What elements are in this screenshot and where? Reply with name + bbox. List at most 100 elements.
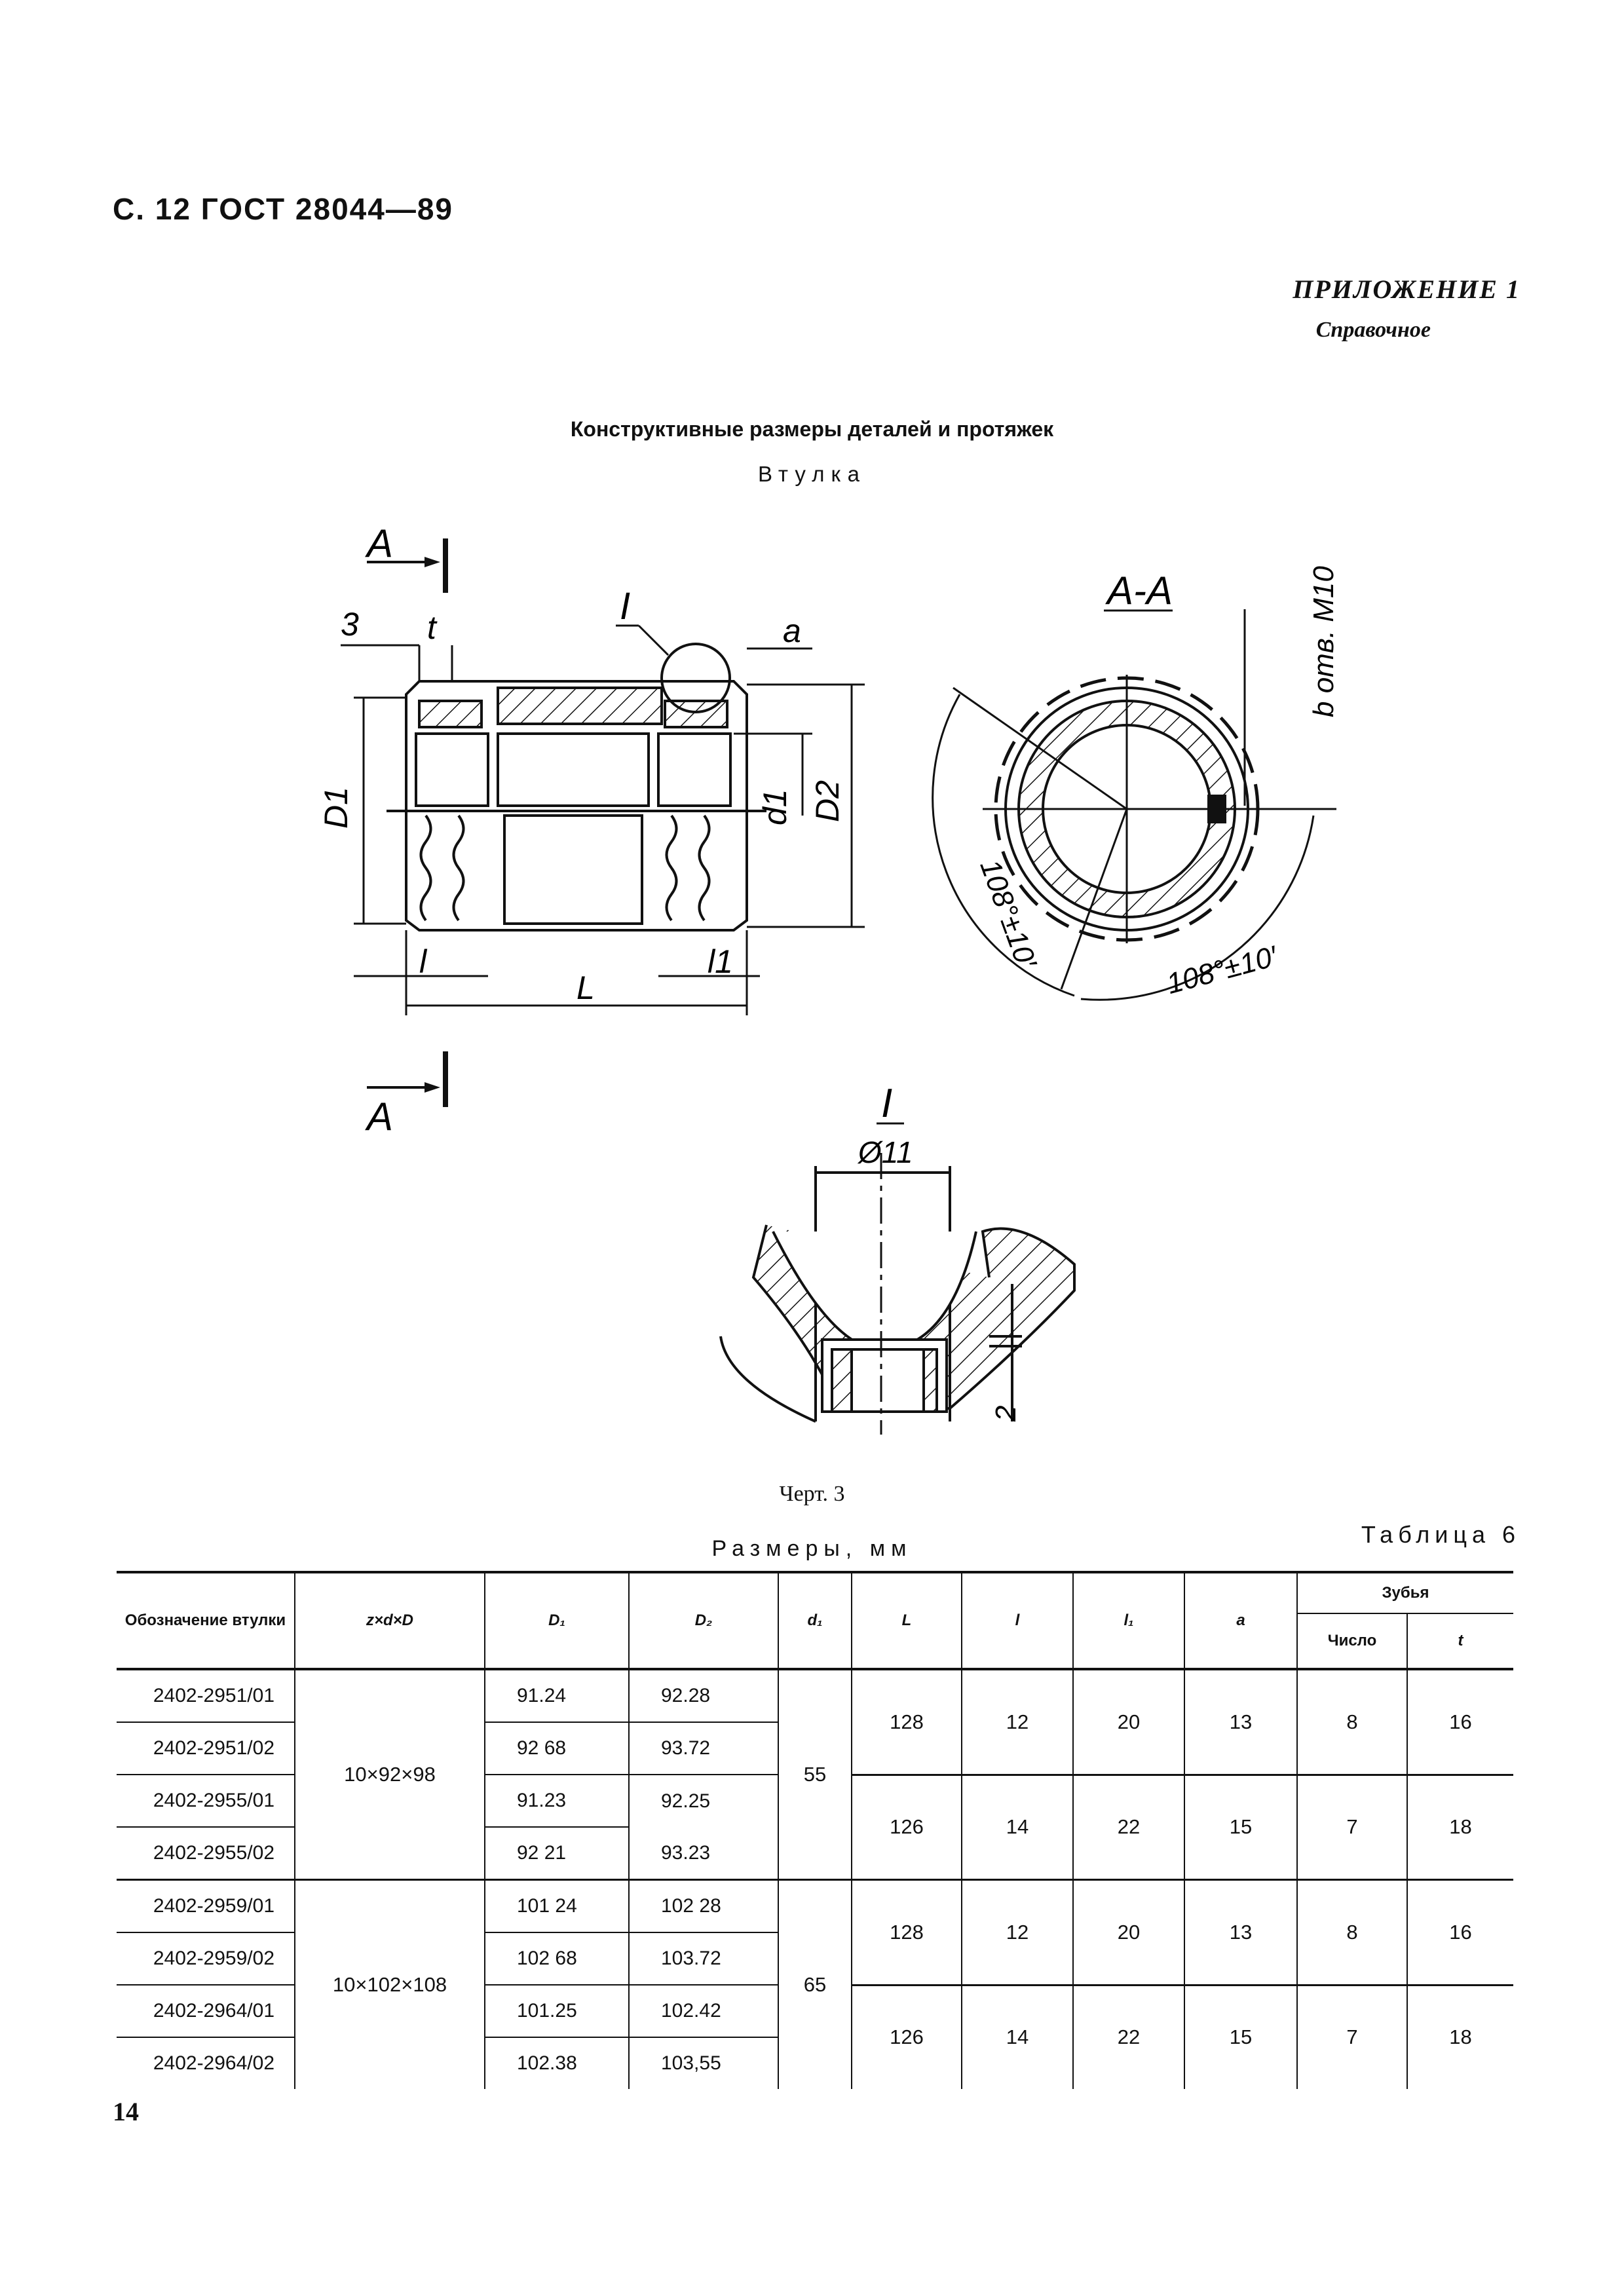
pair-a: 15 (1184, 1984, 1297, 2089)
dim-diam11: Ø11 (857, 1135, 913, 1169)
pair-l: 12 (961, 1879, 1073, 1985)
col-teeth: Зубья (1296, 1571, 1513, 1614)
pair-l1: 20 (1072, 1669, 1184, 1775)
table-row: 2402-2951/01 10×92×98 91.24 92.28 55 128… (117, 1669, 1513, 1880)
section-mark-bottom: А (365, 1051, 448, 1139)
row-D2: 102 28 (628, 1879, 778, 1933)
page-number: 14 (113, 2097, 139, 2126)
section-letter-bottom: А (365, 1095, 393, 1139)
section-view-label: А-А (1105, 569, 1173, 612)
pair-l: 14 (961, 1773, 1073, 1880)
dim-L: L (576, 969, 595, 1006)
detail-mark: I (881, 1081, 892, 1126)
table-row: 2402-2959/02 102 68 103.72 (117, 1932, 1513, 1985)
detail-view (719, 1153, 1076, 1435)
sizes-table: Обозначение втулки z×d×D D₁ D₂ d₁ L l l₁… (117, 1571, 1513, 2089)
row-D2: 103,55 (628, 2037, 778, 2089)
col-designation: Обозначение втулки (117, 1571, 295, 1670)
row-code: 2402-2955/02 (153, 1842, 274, 1864)
drawing-title: Конструктивные размеры деталей и протяже… (570, 417, 1054, 441)
col-D1: D₁ (484, 1571, 629, 1670)
pair-l: 12 (961, 1669, 1073, 1775)
row-D2: 92.28 (628, 1669, 778, 1723)
pair-t: 16 (1407, 1669, 1513, 1775)
table-caption: Размеры, мм (711, 1536, 913, 1561)
section-mark-top: А (365, 521, 448, 593)
dim-a: a (783, 612, 801, 649)
col-l1: l₁ (1072, 1571, 1184, 1670)
row-D1: 91.24 (484, 1669, 629, 1723)
table-row: 2402-2964/01 101.25 102.42 126 14 22 15 … (117, 1984, 1513, 2089)
row-D2: 102.42 (628, 1985, 778, 2038)
figure-caption: Черт. 3 (779, 1482, 845, 1506)
pair-L: 126 (851, 1773, 962, 1880)
d1-group: 55 (778, 1669, 852, 1880)
table-row: 2402-2951/02 92 68 93.72 (117, 1722, 1513, 1775)
page-header: С. 12 ГОСТ 28044—89 (113, 192, 454, 226)
section-letter-top: А (365, 521, 393, 565)
row-D2: 92.25 (628, 1775, 778, 1827)
pair-L: 126 (851, 1984, 962, 2089)
col-count: Число (1296, 1613, 1407, 1670)
row-D1: 91.23 (484, 1775, 629, 1828)
pair-count: 7 (1296, 1773, 1407, 1880)
pair-count: 8 (1296, 1669, 1407, 1775)
hole-note: b отв. М10 (1308, 566, 1340, 717)
row-D1: 102.38 (484, 2037, 629, 2089)
table-row: 2402-2959/01 10×102×108 101 24 102 28 65… (117, 1879, 1513, 2089)
technical-drawing: А А I (318, 521, 1340, 1435)
row-code: 2402-2955/01 (117, 1775, 295, 1828)
pair-a: 15 (1184, 1773, 1297, 1880)
dim-t: t (427, 609, 438, 646)
dim-3: 3 (341, 606, 359, 643)
dim-D2: D2 (809, 780, 846, 822)
angle-label-1: 108°±10′ (973, 856, 1043, 973)
pair-l1: 22 (1072, 1773, 1184, 1880)
row-code: 2402-2964/02 (153, 2052, 274, 2074)
table-row: 2402-2955/01 91.23 92.25 126 14 22 15 7 … (117, 1773, 1513, 1880)
appendix-sublabel: Справочное (1315, 318, 1431, 342)
zdD-group: 10×92×98 (294, 1669, 485, 1880)
side-view-dimensions (341, 644, 865, 1015)
pair-a: 13 (1184, 1669, 1297, 1775)
col-t: t (1407, 1613, 1513, 1670)
sleeve-cross-section (932, 609, 1336, 1001)
dim-D1: D1 (318, 787, 354, 829)
zdD-group: 10×102×108 (294, 1879, 485, 2089)
sleeve-side-view (387, 624, 766, 932)
row-D1: 101 24 (484, 1879, 629, 1933)
table-row: 2402-2964/02 102.38 103,55 (117, 2037, 1513, 2089)
pair-l: 14 (961, 1984, 1073, 2089)
pair-L: 128 (851, 1669, 962, 1775)
d1-group: 65 (778, 1879, 852, 2089)
row-D1: 102 68 (484, 1932, 629, 1985)
row-code: 2402-2964/01 (117, 1985, 295, 2038)
pair-count: 8 (1296, 1879, 1407, 1985)
row-D1: 101.25 (484, 1985, 629, 2038)
dim-l1: l1 (708, 943, 733, 980)
drawing-subtitle: Втулка (758, 462, 866, 486)
col-l: l (961, 1571, 1073, 1670)
row-D1: 92 68 (484, 1722, 629, 1775)
appendix-label: ПРИЛОЖЕНИЕ 1 (1293, 274, 1520, 304)
dim-l: l (419, 943, 428, 980)
pair-l1: 20 (1072, 1879, 1184, 1985)
row-code: 2402-2951/02 (117, 1722, 295, 1775)
row-D2: 93.72 (628, 1722, 778, 1775)
dim-d1: d1 (757, 789, 793, 825)
pair-t: 18 (1407, 1984, 1513, 2089)
pair-L: 128 (851, 1879, 962, 1985)
pair-l1: 22 (1072, 1984, 1184, 2089)
pair-a: 13 (1184, 1879, 1297, 1985)
row-D2: 93.23 (628, 1827, 778, 1880)
pair-count: 7 (1296, 1984, 1407, 2089)
detail-mark-leader: I (620, 585, 630, 628)
angle-label-2: 108°±10′ (1163, 940, 1281, 1000)
col-a: a (1184, 1571, 1297, 1670)
table-number: Таблица 6 (1361, 1521, 1520, 1548)
row-code: 2402-2951/01 (117, 1669, 295, 1723)
pair-t: 16 (1407, 1879, 1513, 1985)
row-D1: 92 21 (484, 1827, 629, 1880)
row-code: 2402-2959/02 (117, 1932, 295, 1985)
col-D2: D₂ (628, 1571, 778, 1670)
